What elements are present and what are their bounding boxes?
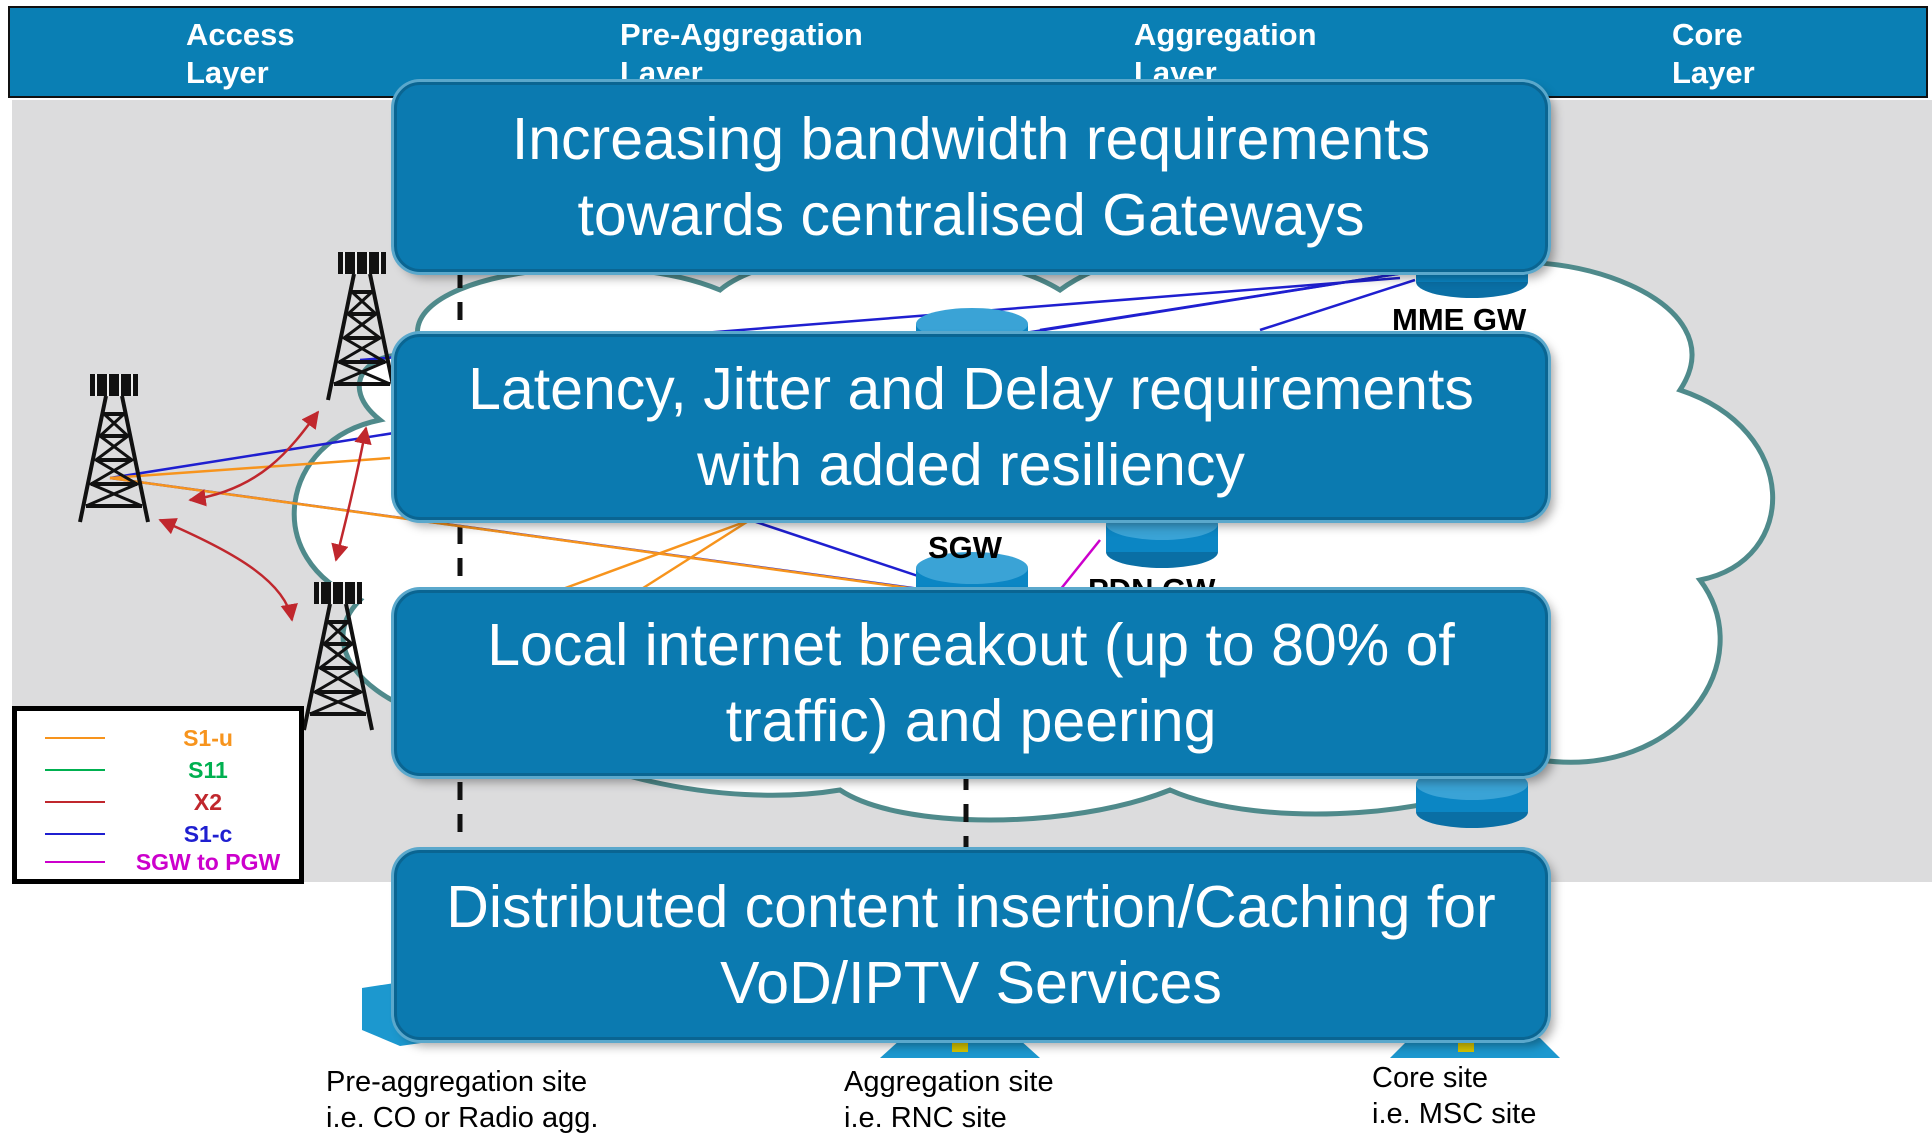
legend-item-x2: X2 xyxy=(17,787,299,817)
legend-swatch xyxy=(45,833,105,835)
legend-label: SGW to PGW xyxy=(135,849,281,875)
callout-bandwidth: Increasing bandwidth requirements toward… xyxy=(394,82,1548,272)
legend-label: S11 xyxy=(188,757,228,783)
mme-gw-label: MME GW xyxy=(1392,302,1527,337)
site-label-pre-aggregation: Pre-aggregation site i.e. CO or Radio ag… xyxy=(326,1066,599,1134)
site-label-core: Core site i.e. MSC site xyxy=(1372,1062,1537,1130)
legend-label: S1-c xyxy=(183,821,233,847)
layer-title-core: Core Layer xyxy=(1672,17,1755,90)
callout-latency: Latency, Jitter and Delay requirements w… xyxy=(394,334,1548,520)
legend-swatch xyxy=(45,801,105,803)
core-site-router-icon xyxy=(1390,1038,1560,1058)
legend-label: S1-u xyxy=(183,725,233,751)
legend-swatch xyxy=(45,737,105,739)
aggregation-site-router-icon xyxy=(880,1040,1040,1058)
layer-header-bar: Access Layer Pre-Aggregation Layer Aggre… xyxy=(8,6,1928,98)
legend-swatch xyxy=(45,769,105,771)
sgw-label: SGW xyxy=(928,530,1003,565)
callout-internet-breakout: Local internet breakout (up to 80% of tr… xyxy=(394,590,1548,776)
legend: S1-u S11 X2 S1-c SGW to PGW xyxy=(12,706,304,884)
site-label-aggregation: Aggregation site i.e. RNC site xyxy=(844,1066,1054,1134)
legend-item-s11: S11 xyxy=(17,755,299,785)
legend-label: X2 xyxy=(193,789,223,815)
callout-content-caching: Distributed content insertion/Caching fo… xyxy=(394,850,1548,1040)
legend-item-s1-u: S1-u xyxy=(17,723,299,753)
legend-item-sgw-to-pgw: SGW to PGW xyxy=(17,847,299,877)
core-router-icon xyxy=(1416,768,1528,828)
layer-title-access: Access Layer xyxy=(186,17,295,90)
cell-tower-icon xyxy=(78,372,150,524)
legend-item-s1-c: S1-c xyxy=(17,819,299,849)
legend-swatch xyxy=(45,861,105,863)
